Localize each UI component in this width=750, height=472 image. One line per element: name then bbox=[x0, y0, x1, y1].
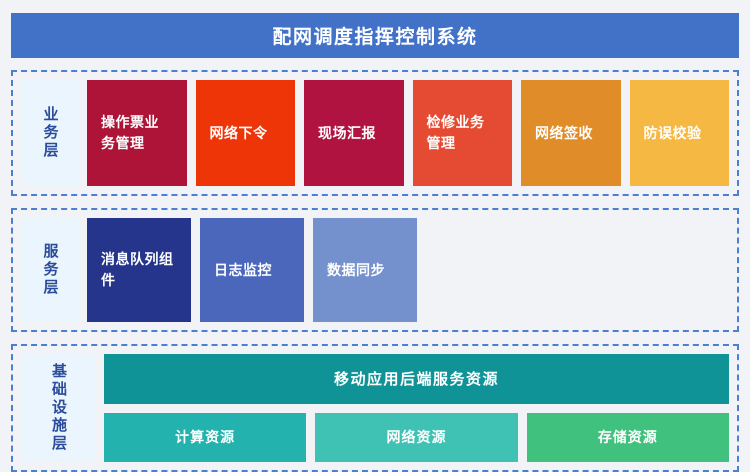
card-label: 存储资源 bbox=[597, 429, 658, 446]
service-layer: 服务层 消息队列组件 日志监控 数据同步 bbox=[11, 208, 739, 332]
card-label: 日志监控 bbox=[214, 261, 272, 278]
card-maintenance-business[interactable]: 检修业务管理 bbox=[412, 80, 512, 186]
layer-stack: 业务层 操作票业务管理 网络下令 现场汇报 检修业务管理 网络签收 bbox=[11, 70, 739, 472]
page-title: 配网调度指挥控制系统 bbox=[272, 27, 478, 48]
card-storage-resource[interactable]: 存储资源 bbox=[526, 412, 729, 462]
infrastructure-resource-row: 计算资源 网络资源 存储资源 bbox=[104, 412, 729, 462]
business-layer: 业务层 操作票业务管理 网络下令 现场汇报 检修业务管理 网络签收 bbox=[11, 70, 739, 196]
service-layer-label: 服务层 bbox=[21, 218, 79, 322]
infrastructure-layer-label-text: 基础设施层 bbox=[50, 363, 67, 453]
card-label: 网络下令 bbox=[209, 124, 268, 141]
card-operation-ticket[interactable]: 操作票业务管理 bbox=[87, 80, 187, 186]
card-label: 操作票业务管理 bbox=[101, 114, 159, 151]
infrastructure-layer-cards: 移动应用后端服务资源 计算资源 网络资源 存储资源 bbox=[104, 354, 729, 462]
card-site-report[interactable]: 现场汇报 bbox=[304, 80, 404, 186]
card-error-prevention-check[interactable]: 防误校验 bbox=[629, 80, 729, 186]
business-layer-label: 业务层 bbox=[21, 80, 79, 186]
infrastructure-layer: 基础设施层 移动应用后端服务资源 计算资源 网络资源 存储资源 bbox=[11, 344, 739, 472]
card-network-signoff[interactable]: 网络签收 bbox=[521, 80, 621, 186]
card-label: 防误校验 bbox=[643, 124, 702, 141]
card-label: 现场汇报 bbox=[318, 124, 376, 141]
card-network-resource[interactable]: 网络资源 bbox=[315, 412, 518, 462]
service-layer-cards: 消息队列组件 日志监控 数据同步 bbox=[87, 218, 729, 322]
service-layer-label-text: 服务层 bbox=[41, 243, 59, 297]
card-label: 移动应用后端服务资源 bbox=[333, 371, 499, 389]
card-compute-resource[interactable]: 计算资源 bbox=[104, 412, 307, 462]
card-label: 数据同步 bbox=[327, 261, 385, 278]
card-data-sync[interactable]: 数据同步 bbox=[313, 218, 417, 322]
card-label: 检修业务管理 bbox=[426, 114, 485, 151]
page-title-banner: 配网调度指挥控制系统 bbox=[11, 13, 739, 58]
card-log-monitoring[interactable]: 日志监控 bbox=[200, 218, 304, 322]
business-layer-cards: 操作票业务管理 网络下令 现场汇报 检修业务管理 网络签收 防误校验 bbox=[87, 80, 729, 186]
business-layer-label-text: 业务层 bbox=[41, 106, 59, 160]
card-network-order[interactable]: 网络下令 bbox=[195, 80, 295, 186]
card-message-queue-component[interactable]: 消息队列组件 bbox=[87, 218, 191, 322]
card-label: 消息队列组件 bbox=[101, 251, 174, 288]
card-label: 网络资源 bbox=[386, 429, 447, 446]
infrastructure-layer-label: 基础设施层 bbox=[21, 354, 96, 462]
service-layer-empty-space bbox=[426, 218, 729, 322]
card-mobile-backend-service-resource[interactable]: 移动应用后端服务资源 bbox=[104, 354, 729, 404]
card-label: 计算资源 bbox=[175, 429, 236, 446]
card-label: 网络签收 bbox=[535, 124, 593, 141]
